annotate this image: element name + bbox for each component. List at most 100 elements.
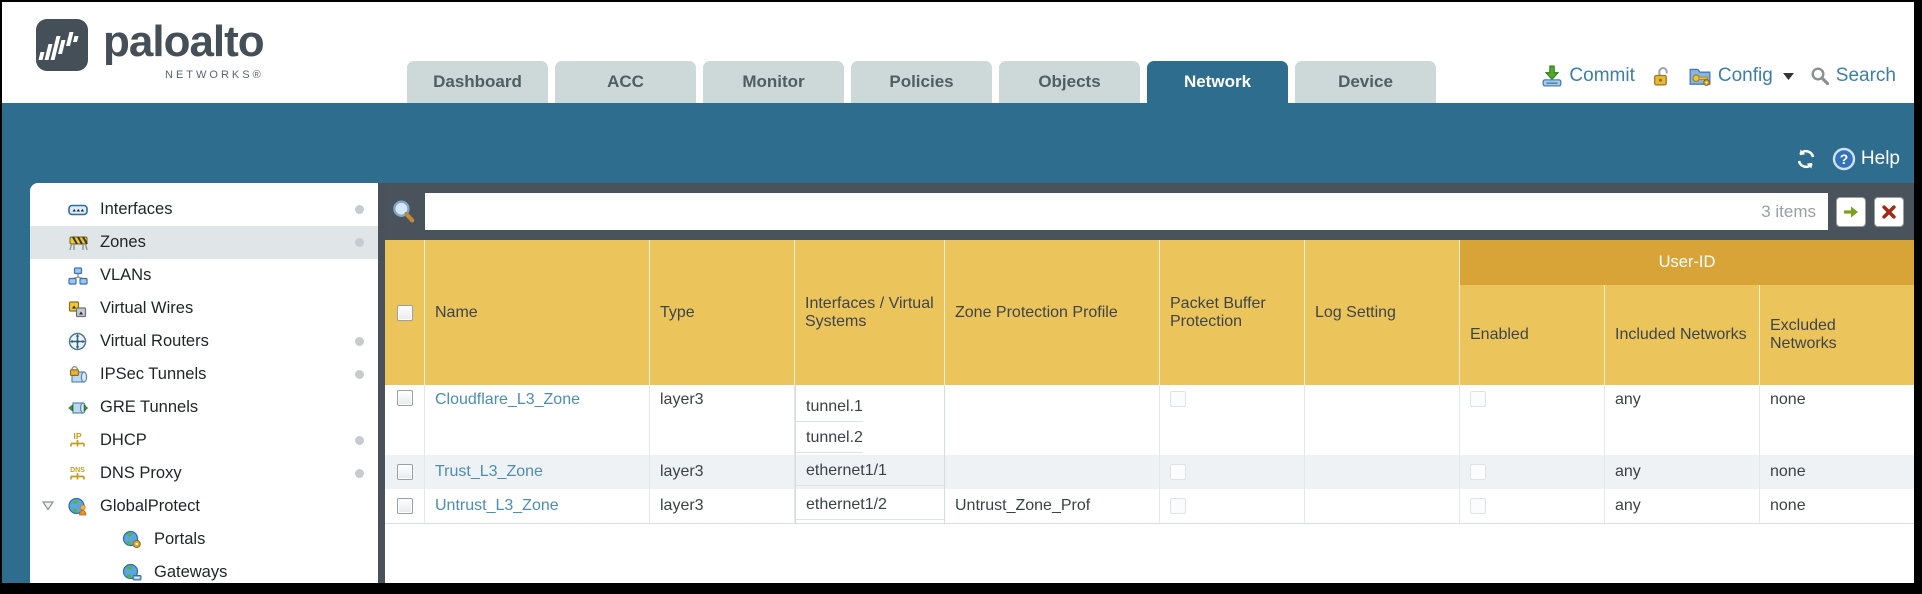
included-networks-cell: any [1605,385,1760,455]
commit-icon [1541,65,1563,87]
gre-tunnels-icon [68,398,92,418]
zone-type-cell: layer3 [650,455,795,489]
filter-magnifier-icon [391,199,417,225]
column-header-zone-protection-profile[interactable]: Zone Protection Profile [945,240,1160,385]
tab-device[interactable]: Device [1295,61,1436,103]
tab-network[interactable]: Network [1147,61,1288,103]
sidebar-item-ipsec-tunnels[interactable]: IPSec Tunnels [30,358,378,391]
row-checkbox[interactable] [396,498,413,514]
chevron-down-icon [1782,72,1794,80]
zone-protection-cell [945,385,1160,455]
svg-text:DNS: DNS [70,467,85,474]
packet-buffer-checkbox[interactable] [1170,498,1186,514]
column-header-enabled[interactable]: Enabled [1460,285,1605,385]
portals-icon [122,530,146,550]
help-button[interactable]: ? Help [1832,147,1900,171]
included-networks-cell: any [1605,489,1760,523]
status-dot [355,205,364,214]
filter-input[interactable] [425,193,1828,230]
tab-acc[interactable]: ACC [555,61,696,103]
column-header-name[interactable]: Name [425,240,650,385]
top-header: paloalto NETWORKS® Dashboard ACC Monitor… [2,2,1914,103]
refresh-icon[interactable] [1794,147,1818,171]
virtual-wires-icon [68,299,92,319]
sidebar-item-portals[interactable]: Portals [30,523,378,556]
user-id-enabled-checkbox[interactable] [1470,391,1486,407]
column-header-included-networks[interactable]: Included Networks [1605,285,1760,385]
zone-name-link[interactable]: Cloudflare_L3_Zone [435,391,580,408]
tab-policies[interactable]: Policies [851,61,992,103]
network-sidebar: Interfaces Zones [30,183,378,583]
top-actions: Commit [1541,65,1896,87]
column-header-excluded-networks[interactable]: Excluded Networks [1770,317,1837,352]
config-menu-button[interactable]: Config [1688,65,1794,87]
config-icon [1688,65,1712,87]
packet-buffer-checkbox[interactable] [1170,391,1186,407]
zones-table-body: Cloudflare_L3_Zone layer3 tunnel.1 tunne… [385,385,1914,524]
table-row-untrust: Untrust_L3_Zone layer3 ethernet1/2 Untru… [385,489,1914,523]
commit-button[interactable]: Commit [1541,65,1635,87]
sub-header-band: ? Help [2,103,1914,183]
panos-web-ui: paloalto NETWORKS® Dashboard ACC Monitor… [2,2,1914,583]
excluded-networks-cell: none [1770,463,1806,480]
paloalto-logo-icon [35,16,91,72]
interface-item: ethernet1/1 [796,455,944,486]
log-setting-cell [1305,489,1460,523]
user-id-enabled-checkbox[interactable] [1470,498,1486,514]
sidebar-item-interfaces[interactable]: Interfaces [30,193,378,226]
interfaces-cell: tunnel.1 tunnel.2 [795,385,945,455]
packet-buffer-checkbox[interactable] [1170,464,1186,480]
included-networks-cell: any [1605,455,1760,489]
sidebar-item-dhcp[interactable]: IP DHCP [30,424,378,457]
unlocked-padlock-icon [1651,66,1672,87]
sidebar-item-virtual-wires[interactable]: Virtual Wires [30,292,378,325]
clear-filter-button[interactable] [1874,196,1904,227]
zone-name-link[interactable]: Trust_L3_Zone [435,463,543,480]
apply-filter-button[interactable] [1836,196,1866,227]
zone-name-link[interactable]: Untrust_L3_Zone [435,497,559,514]
column-header-packet-buffer-protection[interactable]: Packet Buffer Protection [1160,240,1305,385]
row-checkbox[interactable] [396,390,413,406]
column-header-type[interactable]: Type [650,240,795,385]
log-setting-cell [1305,455,1460,489]
zones-icon [68,233,92,253]
zone-type-cell: layer3 [650,489,795,523]
green-arrow-icon [1844,206,1858,217]
select-all-checkbox[interactable] [396,304,413,321]
dns-proxy-icon: DNS [68,464,92,484]
interface-item: tunnel.2 [796,422,863,453]
tab-monitor[interactable]: Monitor [703,61,844,103]
column-header-interfaces[interactable]: Interfaces / Virtual Systems [795,240,945,385]
filter-field: 3 items [425,193,1828,230]
sidebar-item-gre-tunnels[interactable]: GRE Tunnels [30,391,378,424]
status-dot [355,370,364,379]
column-group-user-id[interactable]: User-ID [1460,240,1914,285]
globalprotect-icon [68,497,92,517]
sidebar-item-gateways[interactable]: Gateways [30,556,378,583]
lock-button[interactable] [1651,66,1672,87]
status-dot [355,436,364,445]
main-tabs: Dashboard ACC Monitor Policies Objects N… [407,61,1436,103]
sidebar-splitter[interactable] [378,183,385,583]
svg-text:?: ? [1840,151,1849,167]
status-dot [355,337,364,346]
interface-item: ethernet1/2 [796,489,944,520]
sidebar-item-virtual-routers[interactable]: Virtual Routers [30,325,378,358]
vlans-icon [68,266,92,286]
user-id-enabled-checkbox[interactable] [1470,464,1486,480]
brand-name: paloalto [103,17,265,66]
sidebar-item-globalprotect[interactable]: GlobalProtect [30,490,378,523]
tab-objects[interactable]: Objects [999,61,1140,103]
row-checkbox[interactable] [396,464,413,480]
status-dot [355,238,364,247]
sidebar-item-dns-proxy[interactable]: DNS DNS Proxy [30,457,378,490]
sidebar-item-vlans[interactable]: VLANs [30,259,378,292]
zones-table-header: Name Type Interfaces / Virtual Systems Z… [385,240,1914,385]
column-header-log-setting[interactable]: Log Setting [1305,240,1460,385]
sidebar-item-zones[interactable]: Zones [30,226,378,259]
tab-dashboard[interactable]: Dashboard [407,61,548,103]
zone-protection-cell: Untrust_Zone_Prof [945,489,1160,523]
global-search-button[interactable]: Search [1810,65,1896,87]
expand-triangle-icon[interactable] [42,501,54,511]
